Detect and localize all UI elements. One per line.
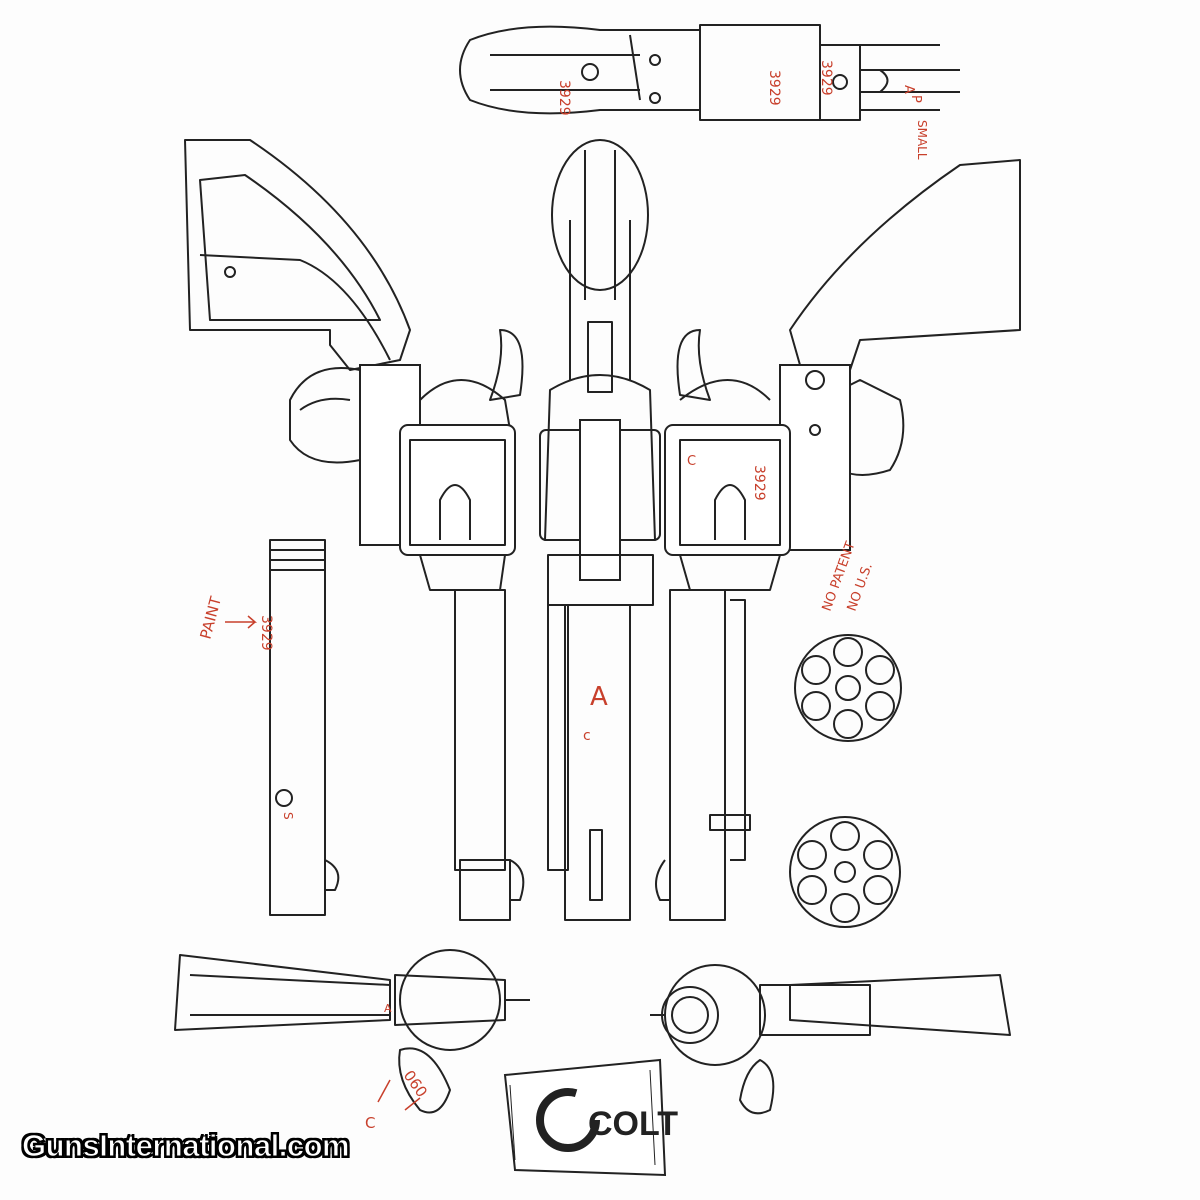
annotation-a: A bbox=[384, 1002, 392, 1015]
cylinder-front bbox=[794, 634, 902, 742]
annotation-serial: 3929 bbox=[766, 70, 782, 106]
left-side-revolver bbox=[184, 139, 525, 921]
annotation-letter: P bbox=[908, 95, 923, 103]
annotations: 3929 3929 3929 A P SMALL 3929 C c A PAIN… bbox=[196, 60, 929, 1132]
bottom-view-left bbox=[174, 949, 530, 1114]
colt-logo: COLT bbox=[503, 1058, 678, 1177]
arrow-icon bbox=[225, 615, 258, 629]
annotation-c: C bbox=[687, 454, 696, 469]
annotation-c: C bbox=[365, 1114, 375, 1132]
annotation-letter: A bbox=[901, 85, 916, 94]
cylinder-rear bbox=[789, 816, 901, 928]
annotation-ejector-serial: 3929 bbox=[258, 615, 274, 651]
annotation-small: SMALL bbox=[915, 120, 929, 160]
annotation-cylinder-serial: 3929 bbox=[751, 465, 767, 501]
bottom-view-right bbox=[650, 964, 1011, 1115]
rear-view-revolver bbox=[539, 139, 661, 921]
right-side-revolver bbox=[655, 159, 1021, 921]
annotation-ejector-mark: S bbox=[281, 812, 295, 820]
top-view-revolver bbox=[459, 24, 960, 121]
annotation-serial: 3929 bbox=[818, 60, 834, 96]
annotation-paint: PAINT bbox=[196, 594, 225, 641]
arrow-icon bbox=[377, 1079, 421, 1111]
annotation-serial: 3929 bbox=[556, 80, 572, 116]
annotation-mark: A bbox=[590, 682, 608, 712]
ejector-housing bbox=[269, 539, 340, 916]
annotation-060: 060 bbox=[400, 1067, 431, 1101]
watermark: GunsInternational.com bbox=[21, 1128, 350, 1164]
colt-logo-text: COLT bbox=[588, 1105, 678, 1143]
annotation-c: c bbox=[583, 728, 591, 744]
